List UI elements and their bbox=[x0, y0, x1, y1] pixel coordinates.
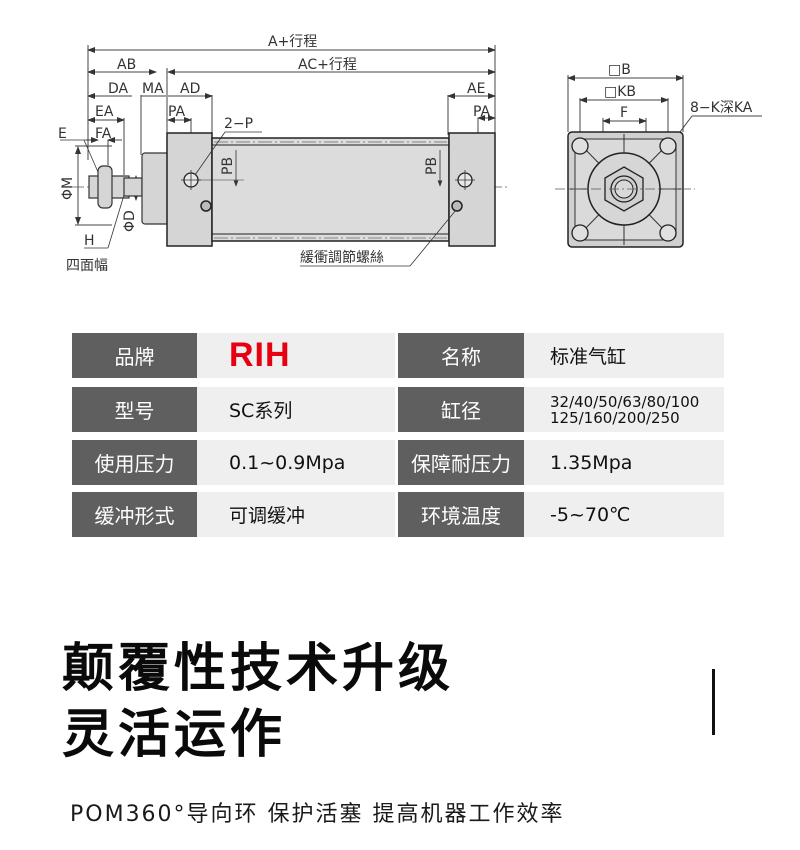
dim-ea-label: EA bbox=[95, 104, 114, 120]
dim-fa-label: FA bbox=[95, 126, 112, 142]
spec-value: 1.35Mpa bbox=[524, 440, 724, 485]
spec-label: 型号 bbox=[72, 387, 197, 432]
dim-phi-d-label: ΦD bbox=[122, 210, 138, 232]
headline: 颠覆性技术升级 灵活运作 bbox=[62, 636, 454, 768]
dim-pa-left-label: PA bbox=[168, 104, 186, 120]
spec-label: 保障耐压力 bbox=[398, 440, 524, 485]
decorative-divider bbox=[712, 669, 715, 735]
dim-pa-right-label: PA bbox=[473, 104, 491, 120]
dim-ad-label: AD bbox=[180, 81, 200, 97]
dim-pb-left-label: PB bbox=[220, 157, 236, 175]
end-k-holes-label: 8−K深KA bbox=[690, 100, 753, 116]
dim-da-label: DA bbox=[108, 81, 129, 97]
cushion-screw-note: 緩衝調節螺絲 bbox=[300, 249, 384, 266]
dim-ac-label: AC+行程 bbox=[298, 57, 357, 73]
headline-line-2: 灵活运作 bbox=[62, 705, 287, 765]
spec-value: -5~70℃ bbox=[524, 492, 724, 537]
spec-value-bore-sizes: 32/40/50/63/80/100 125/160/200/250 bbox=[524, 387, 724, 432]
ports-label: 2−P bbox=[224, 116, 253, 132]
end-dim-f-label: F bbox=[620, 105, 628, 121]
end-dim-b-label: □B bbox=[608, 62, 631, 78]
spec-label: 缓冲形式 bbox=[72, 492, 197, 537]
spec-row-cushion: 缓冲形式 可调缓冲 环境温度 -5~70℃ bbox=[72, 492, 724, 537]
bore-sizes-line-2: 125/160/200/250 bbox=[550, 408, 680, 427]
cylinder-technical-drawing: A+行程 AB AC+行程 DA MA AD AE EA FA PA PA E … bbox=[58, 34, 762, 274]
spec-label: 使用压力 bbox=[72, 440, 197, 485]
headline-line-1: 颠覆性技术升级 bbox=[62, 639, 455, 699]
spec-value: SC系列 bbox=[197, 387, 395, 432]
dim-e-label: E bbox=[58, 126, 67, 142]
spec-value: 可调缓冲 bbox=[197, 492, 395, 537]
bore-sizes-line-1: 32/40/50/63/80/100 bbox=[550, 392, 700, 411]
spec-value: 标准气缸 bbox=[524, 333, 724, 378]
dim-ma-label: MA bbox=[142, 81, 164, 97]
spec-row-model: 型号 SC系列 缸径 32/40/50/63/80/100 125/160/20… bbox=[72, 387, 724, 432]
spec-row-brand: 品牌 RIH 名称 标准气缸 bbox=[72, 333, 724, 378]
dim-ae-label: AE bbox=[467, 81, 485, 97]
dim-ab-label: AB bbox=[117, 57, 136, 73]
dim-pb-right-label: PB bbox=[424, 157, 440, 175]
brand-logo: RIH bbox=[197, 333, 395, 378]
spec-label: 名称 bbox=[398, 333, 524, 378]
spec-value: 0.1~0.9Mpa bbox=[197, 440, 395, 485]
wrench-flats-note: 四面幅 bbox=[66, 258, 108, 274]
dim-h-label: H bbox=[84, 233, 95, 249]
spec-label: 缸径 bbox=[398, 387, 524, 432]
spec-row-pressure: 使用压力 0.1~0.9Mpa 保障耐压力 1.35Mpa bbox=[72, 440, 724, 485]
spec-label: 环境温度 bbox=[398, 492, 524, 537]
dim-overall-label: A+行程 bbox=[268, 34, 317, 50]
spec-label: 品牌 bbox=[72, 333, 197, 378]
feature-subline: POM360°导向环 保护活塞 提高机器工作效率 bbox=[70, 802, 565, 827]
end-dim-kb-label: □KB bbox=[604, 84, 636, 100]
dim-phi-m-label: ΦM bbox=[60, 177, 76, 200]
